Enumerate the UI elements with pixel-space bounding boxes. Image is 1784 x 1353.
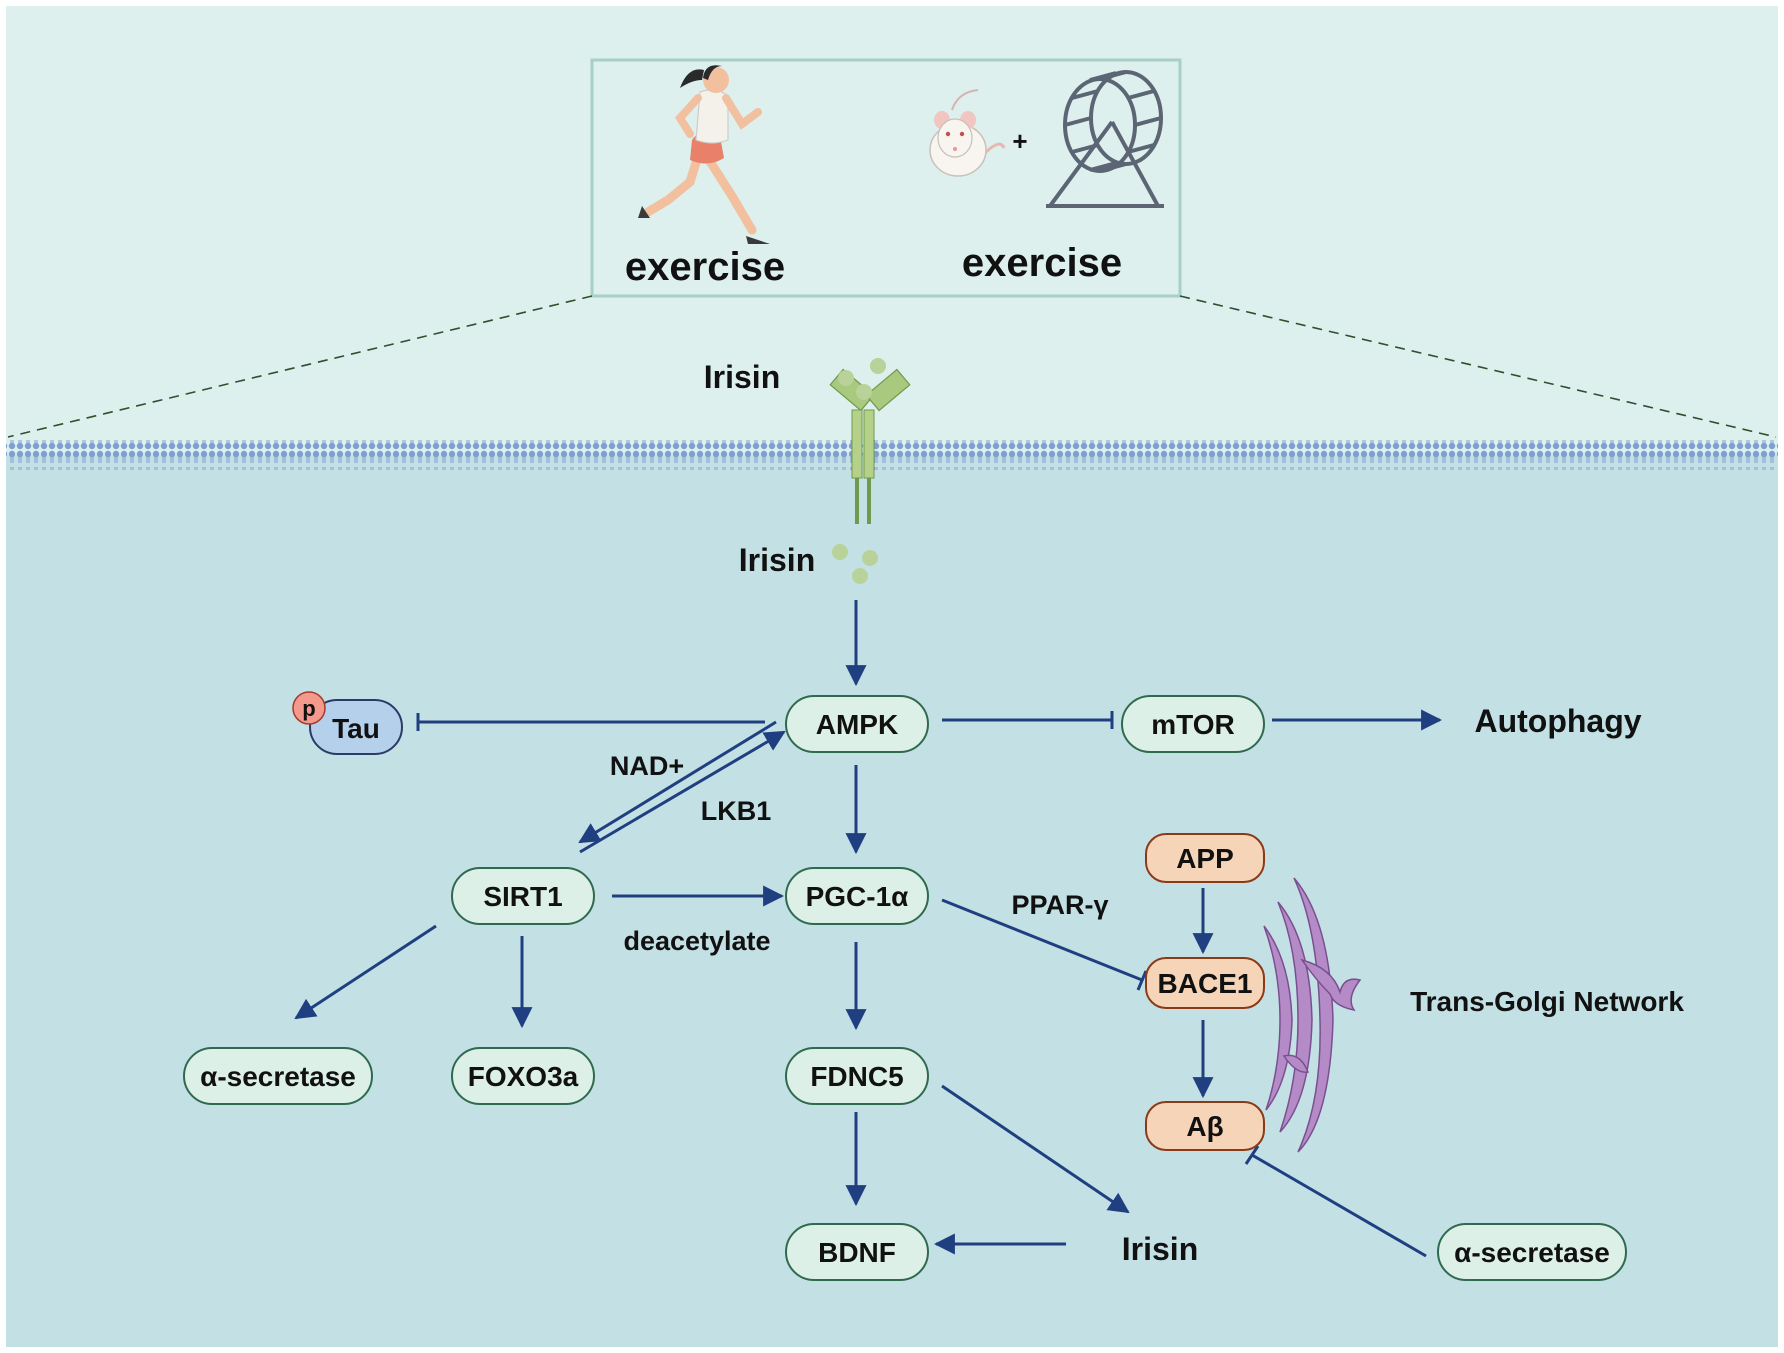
irisin-inside-label: Irisin [739, 542, 815, 578]
human-exercise-label: exercise [625, 245, 785, 289]
pathway-arrows [294, 600, 1443, 1258]
irisin-bottom-label: Irisin [1122, 1231, 1198, 1267]
arrow-sirt1-to-ampk [579, 730, 786, 854]
sirt1-label: SIRT1 [483, 881, 562, 912]
autophagy-label: Autophagy [1474, 703, 1641, 739]
zoom-line-right [1179, 295, 1777, 438]
plus-sign: + [1012, 126, 1027, 156]
node-ampk: AMPK [785, 695, 929, 753]
irisin-particle [838, 370, 854, 386]
irisin-outside-label: Irisin [704, 359, 780, 395]
arrow-fdnc5-to-irisin [941, 1084, 1130, 1214]
runner-icon [638, 65, 770, 244]
node-pgc1a: PGC-1α [785, 867, 929, 925]
node-tau: Tau p [292, 691, 403, 755]
arrow-ampk-to-sirt1 [578, 720, 777, 844]
abeta-label: Aβ [1186, 1111, 1223, 1142]
node-fdnc5: FDNC5 [785, 1047, 929, 1105]
fdnc5-label: FDNC5 [810, 1061, 903, 1092]
inhibit-bar-abeta [1244, 1145, 1260, 1165]
irisin-particle [832, 544, 848, 560]
tau-label: Tau [332, 713, 380, 744]
nad-label: NAD+ [610, 751, 684, 781]
zoom-line-left [7, 295, 593, 438]
mouse-icon [929, 89, 1006, 177]
alpha-secretase-right-label: α-secretase [1454, 1237, 1610, 1268]
ampk-label: AMPK [816, 709, 898, 740]
phospho-label: p [302, 696, 315, 721]
inhibit-alpha-secretase-to-abeta [1251, 1153, 1427, 1258]
cell-membrane [6, 440, 1778, 470]
exercise-header: exercise + [7, 58, 1777, 438]
bdnf-label: BDNF [818, 1237, 896, 1268]
inhibit-bar-bace1 [1136, 970, 1148, 991]
inhibit-pgc1a-to-bace1 [941, 898, 1143, 982]
deacetylate-label: deacetylate [623, 926, 770, 956]
node-bdnf: BDNF [785, 1223, 929, 1281]
phospho-marker [292, 691, 326, 725]
exercise-wheel-icon [1046, 70, 1164, 208]
pgc1a-label: PGC-1α [806, 881, 909, 912]
receptor-arm-right [865, 368, 911, 412]
node-app: APP [1145, 833, 1265, 883]
ppar-gamma-label: PPAR-γ [1011, 890, 1108, 920]
irisin-particle [862, 550, 878, 566]
exercise-box [590, 58, 1182, 298]
lkb1-label: LKB1 [701, 796, 772, 826]
irisin-particle [852, 568, 868, 584]
node-alpha-secretase-left: α-secretase [183, 1047, 373, 1105]
node-bace1: BACE1 [1145, 957, 1265, 1009]
node-alpha-secretase-right: α-secretase [1437, 1223, 1627, 1281]
alpha-secretase-left-label: α-secretase [200, 1061, 356, 1092]
irisin-particle [856, 384, 872, 400]
receptor-stem-right [863, 409, 875, 479]
receptor-stem-left [851, 409, 863, 479]
foxo3a-label: FOXO3a [468, 1061, 579, 1092]
node-foxo3a: FOXO3a [451, 1047, 595, 1105]
bace1-label: BACE1 [1158, 968, 1253, 999]
trans-golgi-label: Trans-Golgi Network [1410, 986, 1684, 1017]
rodent-exercise-label: exercise [962, 241, 1122, 285]
trans-golgi-network-icon [1263, 877, 1362, 1153]
mtor-label: mTOR [1151, 709, 1235, 740]
irisin-particle [870, 358, 886, 374]
node-sirt1: SIRT1 [451, 867, 595, 925]
arrow-sirt1-to-alpha-secretase [294, 924, 437, 1020]
node-abeta: Aβ [1145, 1101, 1265, 1151]
app-label: APP [1176, 843, 1234, 874]
node-mtor: mTOR [1121, 695, 1265, 753]
